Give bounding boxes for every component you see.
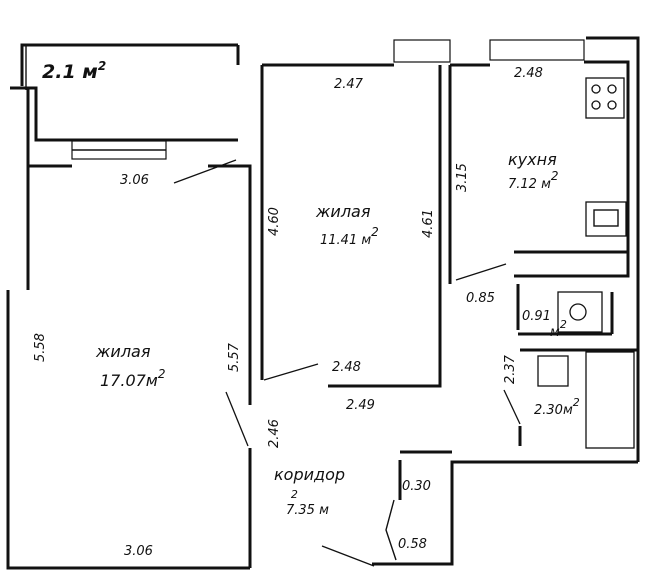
bathtub (585, 351, 635, 449)
dim-bath-side: 2.37 (503, 354, 518, 384)
bath-area: 2.30м2 (534, 396, 580, 418)
room-kitchen (448, 39, 630, 284)
corridor-name: коридор (274, 465, 345, 484)
dim-living-small-bottom-out: 2.49 (346, 398, 375, 413)
dim-living-large-top: 3.06 (120, 173, 149, 188)
kitchen-name: кухня (508, 150, 557, 169)
room-corridor (321, 450, 452, 567)
room-living-small (260, 39, 451, 388)
dim-living-small-bottom-in: 2.48 (332, 360, 361, 375)
living-large-name: жилая (95, 342, 151, 361)
dim-living-small-left: 4.60 (267, 207, 282, 236)
living-small-name: жилая (315, 202, 371, 221)
exterior-walls (6, 36, 640, 570)
dim-living-large-bottom: 3.06 (124, 544, 153, 559)
room-living-large (28, 159, 252, 568)
dim-wc-door: 0.85 (466, 291, 495, 306)
kitchen-area: 7.12 м2 (508, 169, 559, 192)
kitchen-sink (585, 201, 627, 237)
dim-living-small-top: 2.47 (334, 77, 364, 92)
dim-kitchen-top: 2.48 (514, 66, 543, 81)
corridor-area: 7.35 м2 (286, 488, 329, 518)
washbasin (537, 355, 569, 387)
dim-closet-top: 0.30 (402, 479, 431, 494)
dim-corridor-side: 2.46 (267, 419, 282, 448)
kitchen-window (489, 39, 585, 61)
dim-living-large-right: 5.57 (227, 342, 242, 372)
wc-area: 0.91 (522, 309, 551, 324)
wc-area-unit: м2 (550, 318, 567, 340)
living-small-area: 11.41 м2 (320, 225, 379, 248)
small-room-window (393, 39, 451, 63)
dim-kitchen-left: 3.15 (455, 163, 470, 192)
living-large-area: 17.07м2 (100, 367, 166, 390)
dim-living-large-left: 5.58 (33, 333, 48, 362)
stove (585, 77, 625, 119)
dim-living-small-right: 4.61 (421, 209, 436, 238)
room-bathroom (503, 284, 638, 449)
dim-closet-side: 0.58 (398, 537, 427, 552)
balcony-area: 2.1 м2 (42, 59, 106, 83)
